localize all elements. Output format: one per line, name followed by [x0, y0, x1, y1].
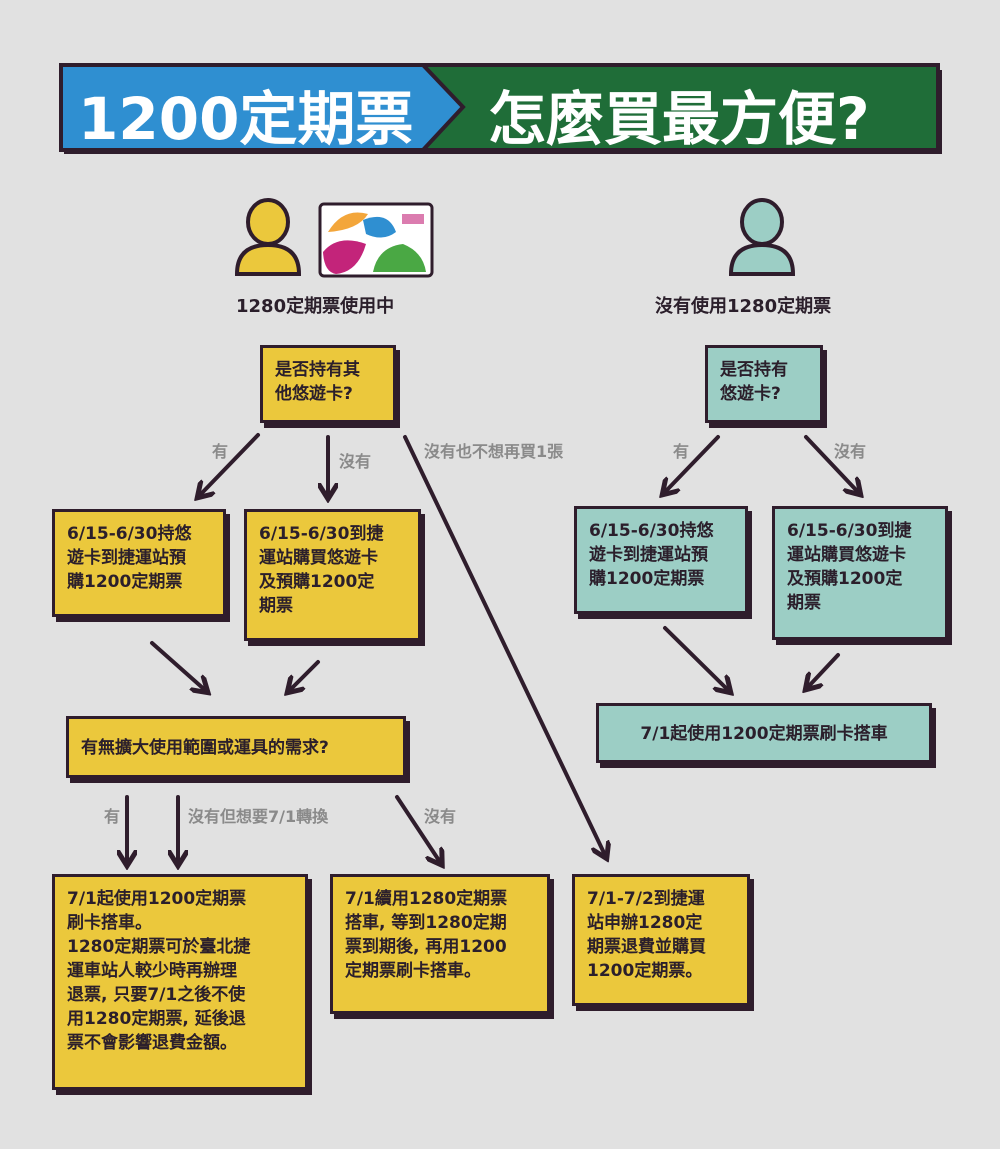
step-left-no: 6/15-6/30到捷 運站購買悠遊卡 及預購1200定 期票	[244, 509, 421, 641]
result-b: 7/1續用1280定期票 搭車, 等到1280定期 票到期後, 再用1200 定…	[330, 874, 550, 1014]
edge2-label-no: 沒有	[424, 807, 457, 826]
question-right: 是否持有 悠遊卡?	[705, 345, 823, 423]
result-right: 7/1起使用1200定期票刷卡搭車	[596, 703, 932, 763]
result-a: 7/1起使用1200定期票 刷卡搭車。 1280定期票可於臺北捷 運車站人較少時…	[52, 874, 308, 1090]
step-left-yes: 6/15-6/30持悠 遊卡到捷運站預 購1200定期票	[52, 509, 226, 617]
result-c: 7/1-7/2到捷運 站申辦1280定 期票退費並購買 1200定期票。	[572, 874, 750, 1006]
persona-left-label: 1280定期票使用中	[236, 296, 395, 317]
edge-label-yes: 有	[212, 442, 229, 461]
title-right: 怎麼買最方便?	[488, 85, 870, 153]
edge2-label-yes: 有	[104, 807, 121, 826]
step-right-yes: 6/15-6/30持悠 遊卡到捷運站預 購1200定期票	[574, 506, 748, 614]
persona-right-label: 沒有使用1280定期票	[655, 296, 832, 317]
title-left: 1200定期票	[78, 85, 414, 153]
edge-right-label-no: 沒有	[834, 442, 867, 461]
step-right-no: 6/15-6/30到捷 運站購買悠遊卡 及預購1200定 期票	[772, 506, 948, 640]
person-icon	[727, 197, 797, 277]
title-banner: 1200定期票 怎麼買最方便?	[58, 62, 946, 160]
easycard-icon	[318, 202, 434, 278]
edge-right-label-yes: 有	[673, 442, 690, 461]
edge-label-no: 沒有	[339, 452, 372, 471]
edge-label-skip: 沒有也不想再買1張	[424, 442, 564, 461]
edge2-label-switch: 沒有但想要7/1轉換	[188, 807, 329, 826]
question2: 有無擴大使用範圍或運具的需求?	[66, 716, 406, 778]
person-icon	[233, 197, 303, 277]
question-left: 是否持有其 他悠遊卡?	[260, 345, 396, 423]
